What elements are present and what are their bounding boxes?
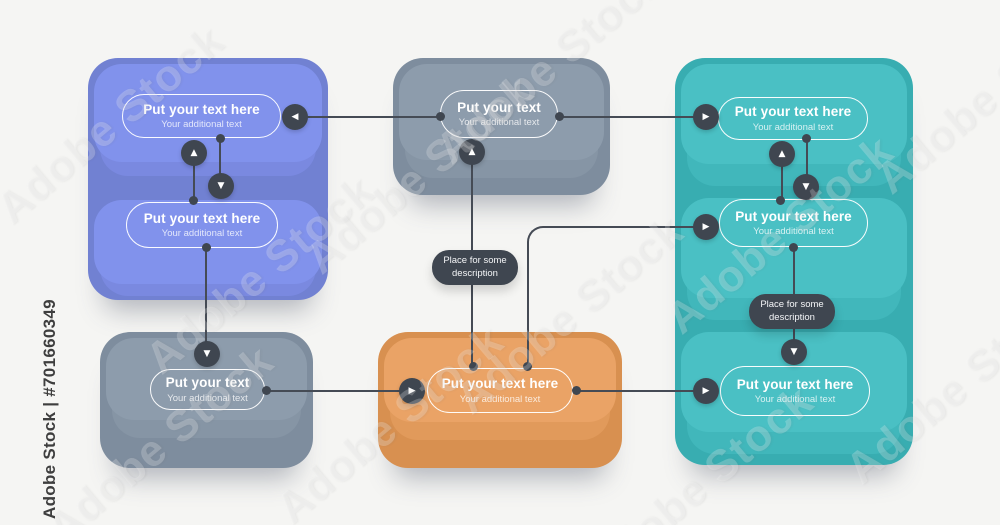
connector-purple2-up xyxy=(193,153,195,200)
arrow-right-node: ▶ xyxy=(693,214,719,240)
connector-purple1-down xyxy=(219,139,221,186)
arrow-right-icon: ▶ xyxy=(702,111,710,122)
connector-orange-teal3 xyxy=(576,390,706,392)
connector-purple1-grayTop xyxy=(295,116,440,118)
connector-purple2-grayBottom xyxy=(205,247,207,354)
connector-dot xyxy=(555,112,564,121)
description-bubble-teal: Place for some description xyxy=(749,294,835,329)
arrow-right-icon: ▶ xyxy=(702,385,710,396)
pill-teal-1: Put your text here Your additional text xyxy=(718,97,868,140)
arrow-left-icon: ◀ xyxy=(291,111,299,122)
pill-subtitle: Your additional text xyxy=(752,121,834,133)
pill-subtitle: Your additional text xyxy=(754,394,836,406)
connector-dot xyxy=(436,112,445,121)
pill-title: Put your text here xyxy=(143,210,261,226)
connector-dot xyxy=(776,196,785,205)
pill-orange: Put your text here Your additional text xyxy=(427,368,573,413)
pill-subtitle: Your additional text xyxy=(161,228,243,240)
pill-title: Put your text xyxy=(457,99,541,115)
arrow-down-icon: ▼ xyxy=(802,181,810,192)
arrow-down-node: ▼ xyxy=(194,341,220,367)
pill-teal-2: Put your text here Your additional text xyxy=(719,199,868,247)
pill-gray-top: Put your text Your additional text xyxy=(440,90,558,138)
connector-dot xyxy=(572,386,581,395)
pill-purple-1: Put your text here Your additional text xyxy=(122,94,281,138)
connector-dot xyxy=(262,386,271,395)
connector-teal1-down xyxy=(806,139,808,187)
arrow-right-icon: ▶ xyxy=(408,385,416,396)
pill-subtitle: Your additional text xyxy=(753,226,834,238)
pill-subtitle: Your additional text xyxy=(161,119,242,131)
pill-subtitle: Your additional text xyxy=(459,393,541,405)
arrow-up-icon: ▲ xyxy=(190,147,198,158)
connector-grayTop-teal1 xyxy=(559,116,706,118)
arrow-down-icon: ▼ xyxy=(790,346,798,357)
connector-grayBottom-orange xyxy=(266,390,412,392)
arrow-down-icon: ▼ xyxy=(217,180,225,191)
pill-title: Put your text xyxy=(165,375,250,391)
pill-purple-2: Put your text here Your additional text xyxy=(126,202,278,248)
pill-gray-bottom: Put your text Your additional text xyxy=(150,369,265,410)
connector-dot xyxy=(802,134,811,143)
arrow-right-node: ▶ xyxy=(693,378,719,404)
arrow-left-node: ◀ xyxy=(282,104,308,130)
pill-title: Put your text here xyxy=(441,376,559,392)
arrow-right-node: ▶ xyxy=(399,378,425,404)
arrow-down-node: ▼ xyxy=(793,174,819,200)
pill-title: Put your text here xyxy=(143,101,260,117)
arrow-up-icon: ▲ xyxy=(778,148,786,159)
connector-dot xyxy=(189,196,198,205)
connector-dot xyxy=(216,134,225,143)
arrow-up-node: ▲ xyxy=(769,141,795,167)
arrow-up-icon: ▲ xyxy=(468,146,476,157)
pill-title: Put your text here xyxy=(734,104,852,120)
arrow-down-node: ▼ xyxy=(208,173,234,199)
arrow-right-node: ▶ xyxy=(693,104,719,130)
pill-subtitle: Your additional text xyxy=(458,117,540,129)
connector-dot xyxy=(789,243,798,252)
connector-teal2-up xyxy=(781,154,783,200)
arrow-up-node: ▲ xyxy=(459,139,485,165)
connector-dot xyxy=(469,362,478,371)
watermark-credit: Adobe Stock | #701660349 xyxy=(40,299,59,519)
pill-subtitle: Your additional text xyxy=(167,392,248,404)
arrow-down-icon: ▼ xyxy=(203,348,211,359)
connector-dot xyxy=(523,362,532,371)
arrow-up-node: ▲ xyxy=(181,140,207,166)
connector-orange-teal2 xyxy=(527,226,706,367)
pill-teal-3: Put your text here Your additional text xyxy=(720,366,870,416)
arrow-down-node: ▼ xyxy=(781,339,807,365)
pill-title: Put your text here xyxy=(736,376,854,392)
description-bubble-middle: Place for some description xyxy=(432,250,518,285)
connector-dot xyxy=(202,243,211,252)
pill-title: Put your text here xyxy=(735,208,852,224)
arrow-right-icon: ▶ xyxy=(702,221,710,232)
